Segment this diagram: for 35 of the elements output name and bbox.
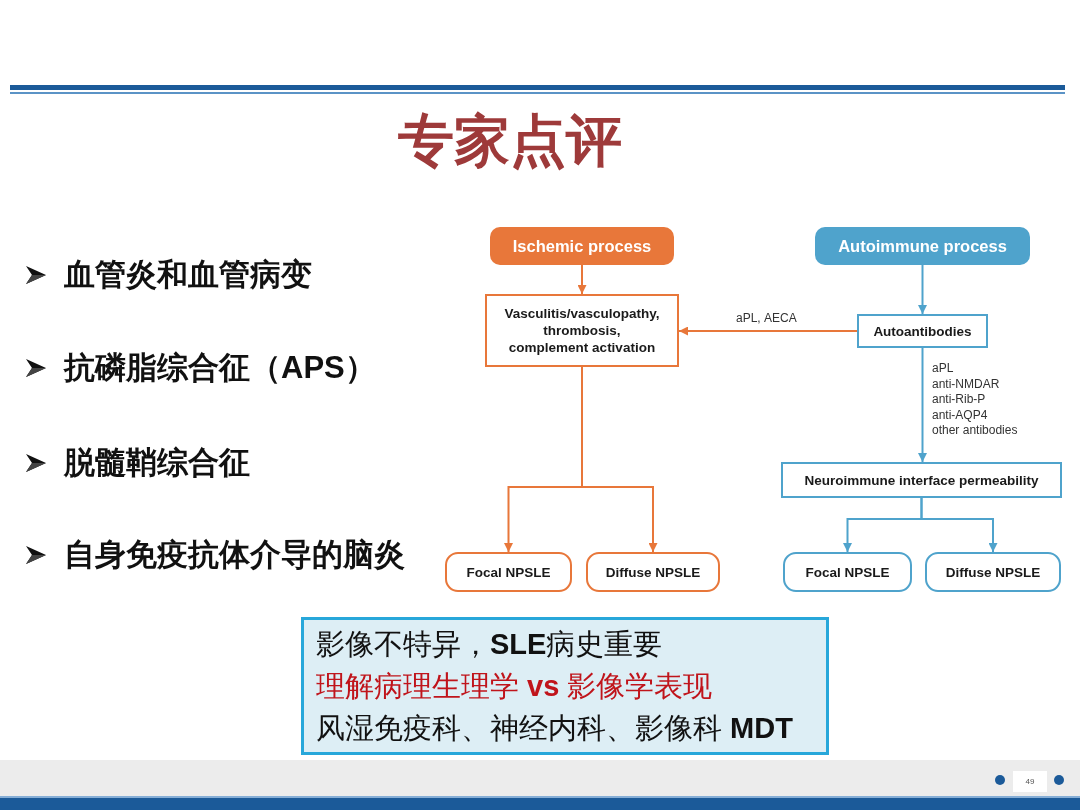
node-label: Focal NPSLE bbox=[805, 563, 890, 581]
node-label: Ischemic process bbox=[512, 236, 652, 256]
arrow bbox=[577, 264, 587, 295]
arrow bbox=[678, 326, 858, 336]
node-label: Focal NPSLE bbox=[466, 563, 551, 581]
node-label: Diffuse NPSLE bbox=[605, 563, 701, 581]
slide-title: 专家点评 bbox=[397, 108, 623, 174]
category-box bbox=[815, 227, 1030, 265]
outcome-box bbox=[783, 552, 912, 592]
arrow bbox=[581, 366, 658, 553]
process-box bbox=[781, 462, 1062, 498]
node-label: Neuroimmune interface permeability bbox=[804, 471, 1039, 489]
node-label: Diffuse NPSLE bbox=[945, 563, 1041, 581]
arrow bbox=[918, 347, 927, 463]
process-box bbox=[485, 294, 679, 367]
outcome-box bbox=[586, 552, 720, 592]
note-panel bbox=[301, 617, 829, 755]
bullet-text: 自身免疫抗体介导的脑炎 bbox=[64, 536, 405, 574]
process-box bbox=[857, 314, 988, 348]
node-label: 影像不特异，SLE病史重要 bbox=[316, 627, 663, 662]
outcome-box bbox=[925, 552, 1061, 592]
node-label: 风湿免疫科、神经内科、影像科 MDT bbox=[316, 711, 793, 746]
outcome-box bbox=[445, 552, 572, 592]
bullet-text: 抗磷脂综合征（APS） bbox=[64, 349, 376, 387]
edge-label: aPL, AECA bbox=[736, 311, 797, 327]
arrow bbox=[918, 264, 927, 315]
arrow bbox=[920, 497, 998, 553]
node-label: Autoimmune process bbox=[838, 236, 1007, 256]
page-number: 49 bbox=[1013, 771, 1047, 792]
node-label: Vasculitis/vasculopathy, thrombosis, complement activation bbox=[503, 305, 661, 356]
node-label: Autoantibodies bbox=[873, 322, 972, 340]
bullet-text: 脱髓鞘综合征 bbox=[64, 444, 250, 482]
node-label: 理解病理生理学 vs 影像学表现 bbox=[316, 669, 713, 704]
bullet-text: 血管炎和血管病变 bbox=[64, 256, 312, 294]
category-box bbox=[490, 227, 674, 265]
